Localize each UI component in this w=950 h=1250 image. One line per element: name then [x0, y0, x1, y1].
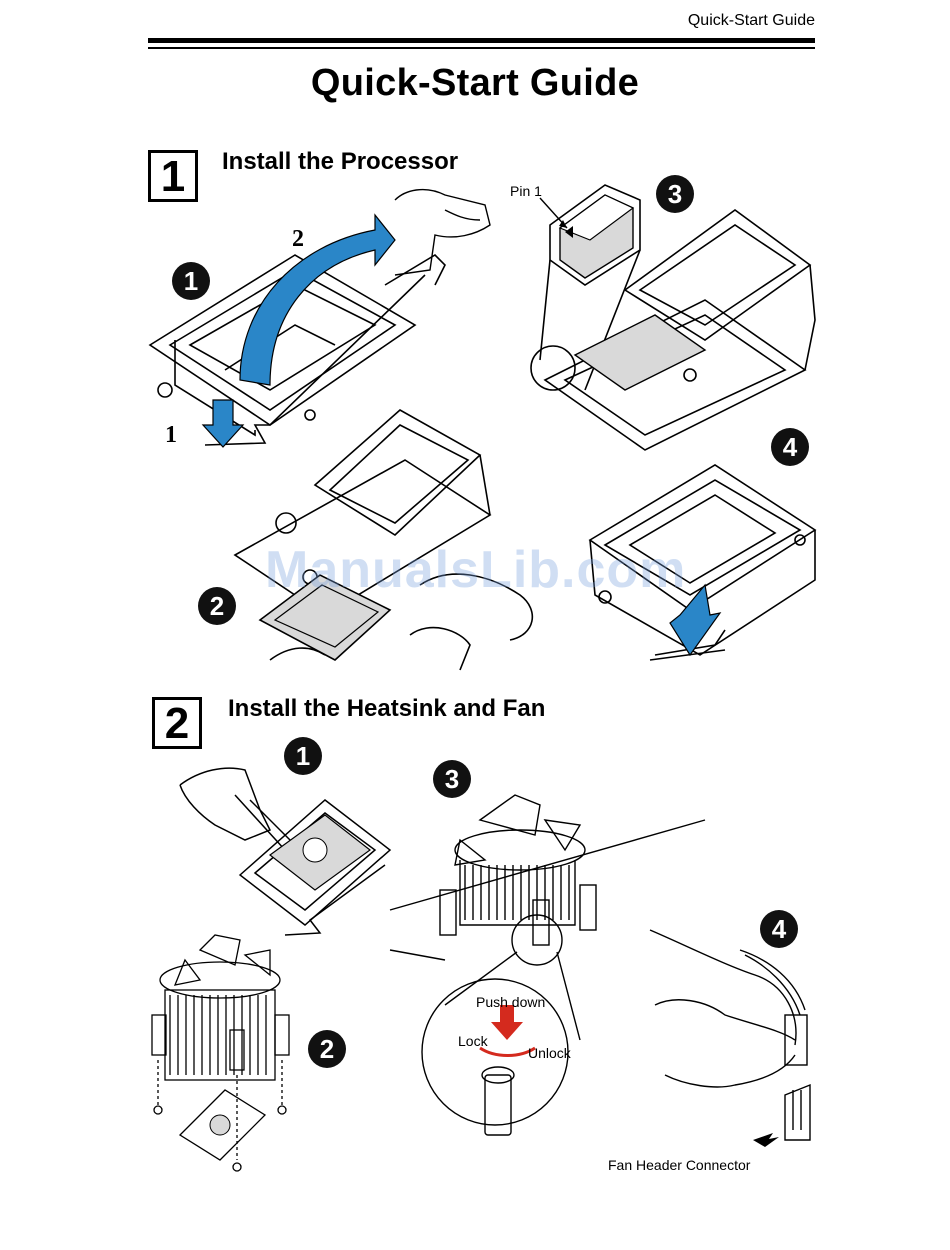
step-badge-1-2: 2 [198, 587, 236, 625]
header-rule-thick [148, 38, 815, 43]
red-arrow-push-down [491, 1005, 523, 1040]
page-title: Quick-Start Guide [0, 62, 950, 105]
illustration-heatsink-step-4 [645, 925, 840, 1155]
header-rule-thin [148, 47, 815, 49]
label-push-down: Push down [476, 994, 545, 1010]
step-badge-2-1: 1 [284, 737, 322, 775]
section-title-install-heatsink: Install the Heatsink and Fan [228, 695, 545, 723]
watermark: ManualsLib.com [265, 540, 686, 600]
arrow-label-1: 1 [165, 422, 177, 449]
step-badge-2-2: 2 [308, 1030, 346, 1068]
callout-pin-1: Pin 1 [510, 183, 542, 199]
step-badge-2-4: 4 [760, 910, 798, 948]
step-badge-2-3: 3 [433, 760, 471, 798]
arrow-label-2: 2 [292, 226, 304, 253]
step-badge-1-4: 4 [771, 428, 809, 466]
running-header: Quick-Start Guide [688, 12, 815, 30]
illustration-heatsink-step-1 [175, 755, 405, 940]
label-fan-header-connector: Fan Header Connector [608, 1157, 750, 1173]
label-unlock: Unlock [528, 1045, 571, 1061]
red-arc-lock-unlock [480, 1048, 535, 1056]
step-badge-1-1: 1 [172, 262, 210, 300]
step-number-box-2: 2 [152, 697, 202, 749]
label-lock: Lock [458, 1033, 488, 1049]
section-title-install-processor: Install the Processor [222, 148, 458, 176]
illustration-heatsink-step-2 [140, 930, 310, 1180]
step-badge-1-3: 3 [656, 175, 694, 213]
